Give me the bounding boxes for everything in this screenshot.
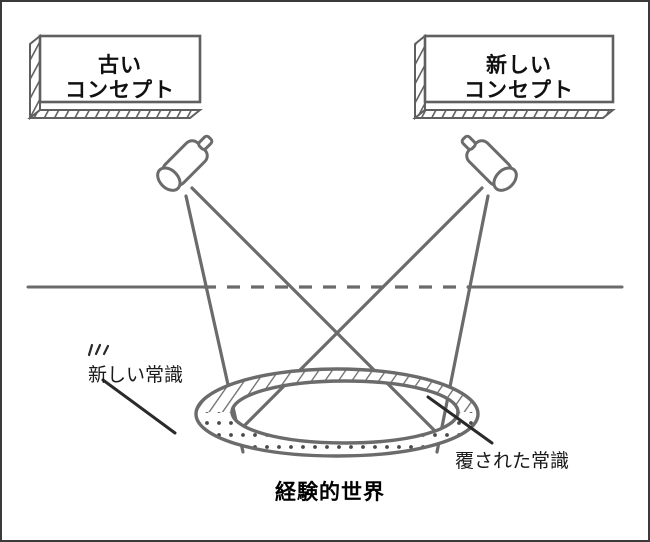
tick-mark-b (94, 343, 102, 356)
new-concept-box[interactable]: 新しい コンセプト (412, 33, 616, 121)
old-concept-box-bottom-shadow (27, 109, 203, 119)
annotation-overturned-common-sense: 覆された常識 (426, 395, 569, 472)
tick-mark-c (102, 344, 110, 356)
ring-inner-outline (230, 379, 460, 445)
caption-empirical-world: 経験的世界 (275, 480, 385, 504)
new-concept-line2: コンセプト (464, 78, 574, 102)
old-concept-line1: 古い (98, 53, 142, 77)
projector-right-knob (460, 134, 477, 151)
beam-right-outer (230, 186, 484, 440)
projector-right[interactable] (455, 129, 521, 195)
projector-right-lens (492, 166, 518, 192)
beam-left-outer (190, 186, 444, 440)
leader-line-new-common-sense (101, 378, 177, 435)
old-concept-box[interactable]: 古い コンセプト (27, 33, 203, 121)
annotation-new-common-sense: 新しい常識 (87, 343, 183, 435)
ring-outer-outline (194, 367, 480, 458)
old-concept-line2: コンセプト (65, 78, 175, 102)
old-concept-box-side-shadow (29, 33, 41, 121)
new-concept-box-side-shadow (414, 33, 426, 121)
annotation-new-common-sense-text: 新しい常識 (88, 364, 183, 386)
leader-line-overturned-common-sense (426, 395, 494, 445)
new-concept-box-bottom-shadow (412, 109, 616, 119)
projector-left-knob (197, 134, 214, 151)
projector-left[interactable] (153, 129, 219, 195)
new-concept-box-face (423, 34, 615, 104)
new-concept-line1: 新しい (486, 53, 552, 77)
tick-mark-a (87, 343, 94, 357)
projector-left-lens (156, 166, 182, 192)
annotation-overturned-common-sense-text: 覆された常識 (455, 450, 569, 472)
old-concept-box-face (38, 34, 202, 104)
